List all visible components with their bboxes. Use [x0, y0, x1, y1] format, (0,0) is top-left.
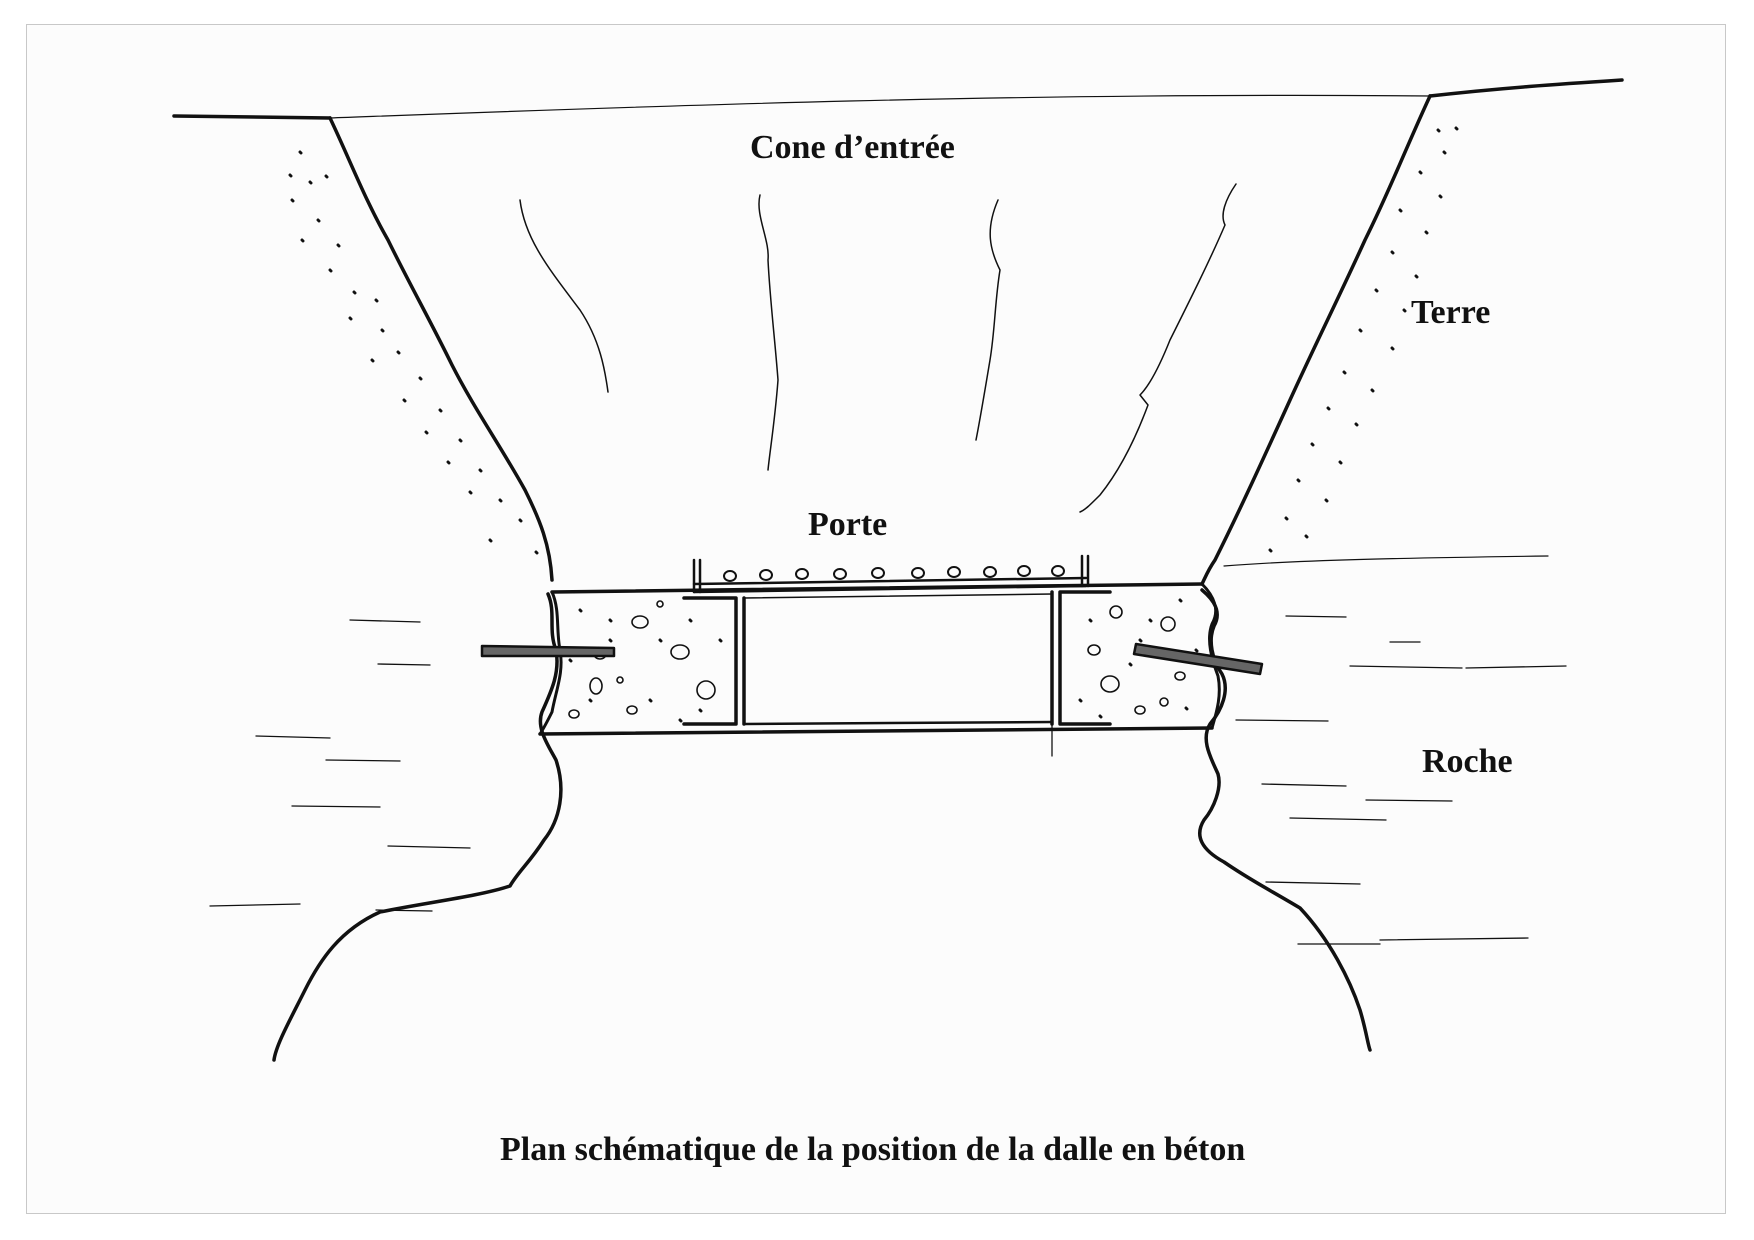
label-roche: Roche	[1422, 743, 1513, 780]
right-soil-dots	[1268, 126, 1459, 553]
steel-door-frame	[682, 590, 1112, 757]
label-terre: Terre	[1411, 294, 1491, 331]
right-cone-wall	[1200, 94, 1432, 586]
rock-strata-left	[209, 619, 471, 912]
diagram-caption: Plan schématique de la position de la da…	[500, 1131, 1246, 1168]
drawing-frame	[26, 24, 1726, 1214]
concrete-aggregate-right	[1078, 598, 1199, 719]
cone-texture-lines	[519, 183, 1549, 567]
left-soil-dots	[288, 150, 539, 555]
concrete-aggregate-left	[568, 600, 723, 723]
ground-surface	[172, 78, 1624, 120]
left-rock-contour	[272, 592, 563, 1062]
label-porte: Porte	[808, 506, 888, 543]
door-hinges	[723, 565, 1065, 582]
anchor-bars	[480, 642, 1264, 676]
left-cone-wall	[328, 116, 554, 582]
rock-strata-right	[1235, 615, 1567, 945]
door	[692, 554, 1090, 594]
label-cone-entree: Cone d’entrée	[750, 129, 955, 166]
